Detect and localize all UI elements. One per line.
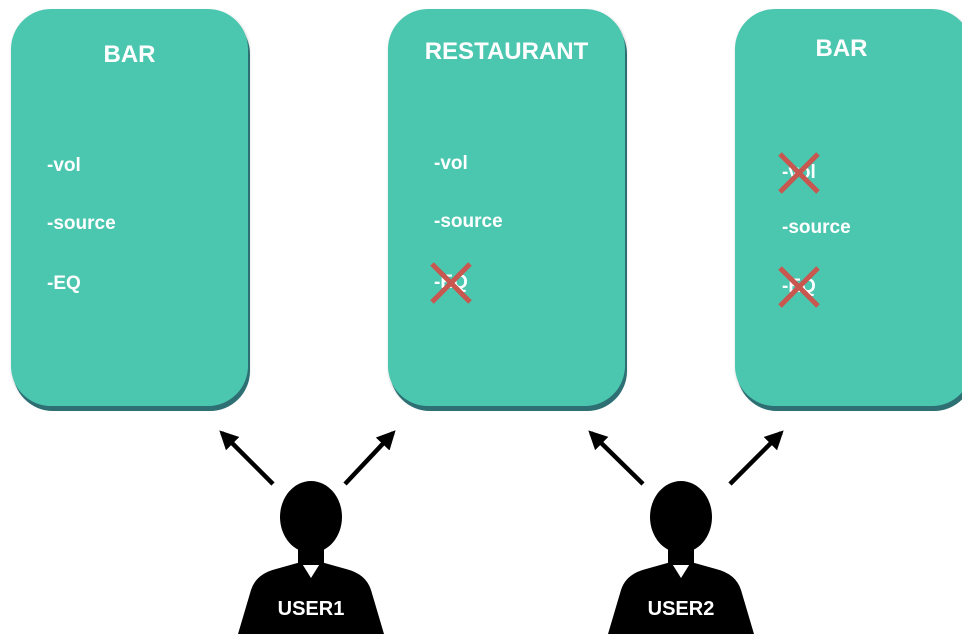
feature-label: -EQ [47,273,81,294]
feature-vol: -vol [47,155,81,177]
user1-silhouette-icon [238,481,384,634]
arrow-user1-to-card2 [343,430,396,486]
feature-eq: -EQ [47,273,81,295]
card-title: BAR [103,41,156,68]
feature-label: -vol [47,155,81,176]
arrow-user2-to-card3 [728,430,784,486]
feature-label: -source [47,213,116,234]
card-title: RESTAURANT [424,38,589,65]
arrow-user1-to-card1 [219,430,275,486]
feature-label: -source [782,217,851,238]
feature-source: -source [782,217,851,239]
feature-source: -source [47,213,116,235]
feature-label: -source [434,211,503,232]
user2-label: USER2 [647,598,715,620]
card-bar-1: BAR -vol -source -EQ [11,9,248,406]
card-title: BAR [815,35,868,62]
arrow-user2-to-card2 [588,430,645,486]
feature-source: -source [434,211,503,233]
feature-vol: -vol [434,153,468,175]
user1-arrows [219,430,396,486]
user1-label: USER1 [277,598,345,620]
user2-silhouette-icon [608,481,754,634]
user2-arrows [588,430,784,486]
feature-label: -vol [434,153,468,174]
